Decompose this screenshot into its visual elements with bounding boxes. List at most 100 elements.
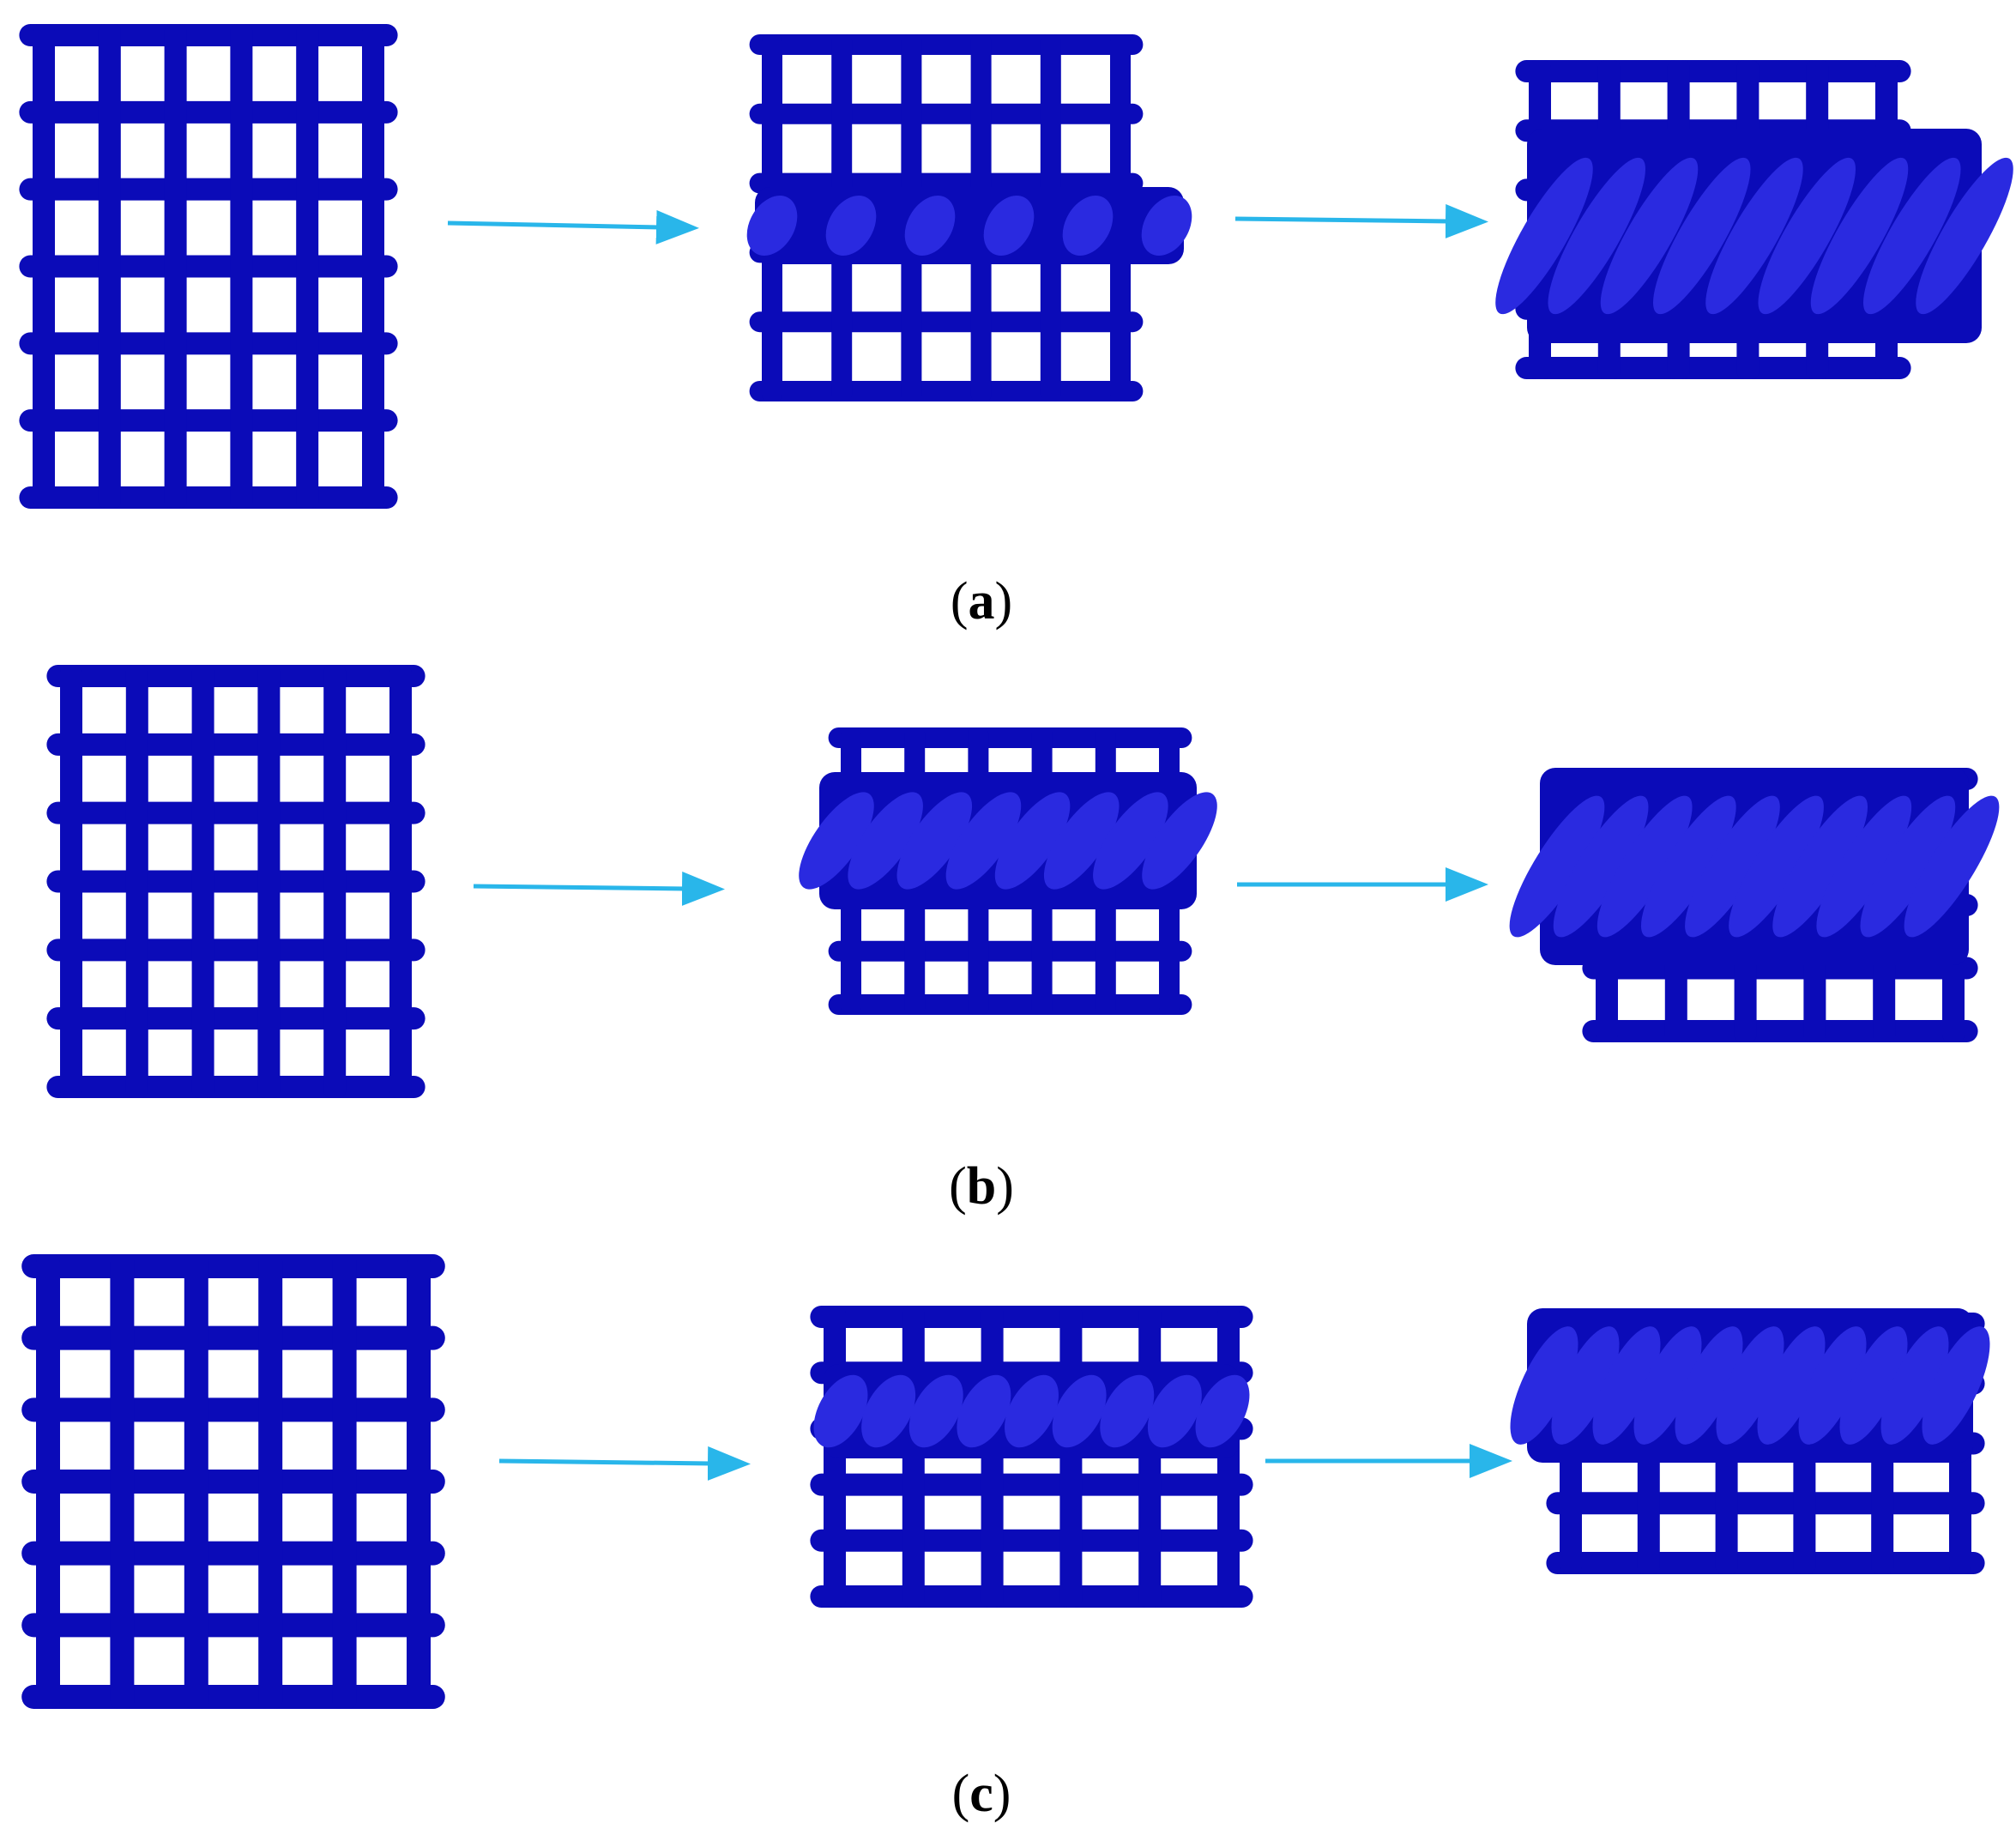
- buckled-strut: [1922, 1326, 1990, 1445]
- buckled-strut: [746, 196, 798, 256]
- buckled-strut: [1839, 1326, 1908, 1445]
- buckled-strut: [1510, 1326, 1578, 1445]
- buckled-strut: [1729, 795, 1824, 938]
- lattice-b-stage-1: [46, 665, 426, 1098]
- buckled-strut: [1633, 1326, 1702, 1445]
- buckled-strut: [983, 196, 1035, 256]
- horizontal-strut: [46, 939, 426, 962]
- buckled-strut: [1005, 1374, 1059, 1448]
- buckled-strut: [1597, 795, 1693, 938]
- buckled-strut: [1716, 1326, 1784, 1445]
- horizontal-strut: [810, 1306, 1253, 1328]
- vertical-strut: [323, 665, 347, 1098]
- vertical-strut: [110, 1254, 135, 1709]
- horizontal-strut: [46, 801, 426, 824]
- horizontal-strut: [21, 1685, 445, 1709]
- buckled-strut: [1685, 795, 1780, 938]
- vertical-strut: [191, 665, 214, 1098]
- horizontal-strut: [810, 1585, 1253, 1608]
- horizontal-strut: [21, 1541, 445, 1566]
- lattice-a-stage-1: [19, 24, 398, 509]
- lattice-b-stage-2: [799, 727, 1217, 1015]
- arrow-c-1: [498, 1446, 751, 1481]
- buckled-strut: [1640, 795, 1736, 938]
- horizontal-strut: [21, 1613, 445, 1638]
- buckled-strut: [1810, 157, 1909, 315]
- vertical-strut: [362, 24, 384, 509]
- vertical-strut: [257, 665, 281, 1098]
- horizontal-strut: [46, 665, 426, 687]
- vertical-strut: [389, 665, 412, 1098]
- buckled-strut: [799, 792, 874, 890]
- buckled-strut: [1509, 795, 1605, 938]
- horizontal-strut: [1582, 1020, 1978, 1042]
- buckled-strut: [1553, 795, 1649, 938]
- buckled-strut: [1147, 1374, 1202, 1448]
- horizontal-strut: [46, 733, 426, 756]
- horizontal-strut: [46, 870, 426, 893]
- buckled-strut: [908, 1374, 963, 1448]
- buckled-strut: [1705, 157, 1803, 315]
- horizontal-strut: [21, 1254, 445, 1278]
- horizontal-strut: [828, 994, 1192, 1015]
- buckled-strut: [825, 196, 877, 256]
- lattice-a-stage-3: [1495, 60, 2013, 379]
- arrow-a-1: [447, 209, 699, 244]
- lattice-c-stage-2: [810, 1306, 1253, 1608]
- horizontal-strut: [19, 255, 398, 278]
- horizontal-strut: [749, 34, 1144, 55]
- buckled-strut: [1551, 1326, 1620, 1445]
- caption-a: (a): [950, 572, 1013, 631]
- vertical-strut: [60, 665, 82, 1098]
- horizontal-strut: [749, 103, 1144, 124]
- buckled-strut: [1860, 795, 1956, 938]
- horizontal-strut: [749, 311, 1144, 333]
- buckled-strut: [1772, 795, 1868, 938]
- buckled-strut: [861, 1374, 916, 1448]
- horizontal-strut: [19, 332, 398, 355]
- buckled-strut: [1880, 1326, 1949, 1445]
- buckled-strut: [1758, 157, 1856, 315]
- buckled-strut: [1798, 1326, 1867, 1445]
- lattice-b-stage-3: [1509, 768, 2000, 1042]
- horizontal-strut: [828, 940, 1192, 962]
- buckled-strut: [1495, 157, 1593, 315]
- horizontal-strut: [19, 409, 398, 432]
- buckled-strut: [945, 792, 1022, 890]
- buckled-strut: [1592, 1326, 1661, 1445]
- buckled-strut: [1043, 792, 1120, 890]
- horizontal-strut: [1515, 60, 1911, 82]
- horizontal-strut: [21, 1470, 445, 1494]
- caption-c: (c): [951, 1765, 1011, 1823]
- buckled-strut: [848, 792, 923, 890]
- buckled-strut: [1757, 1326, 1826, 1445]
- buckled-strut: [896, 792, 973, 890]
- buckled-strut: [1093, 792, 1168, 890]
- vertical-strut: [184, 1254, 208, 1709]
- vertical-strut: [296, 24, 319, 509]
- horizontal-strut: [19, 486, 398, 509]
- buckled-strut: [1141, 196, 1192, 256]
- vertical-strut: [230, 24, 253, 509]
- horizontal-strut: [749, 381, 1144, 401]
- lattice-a-stage-2: [746, 34, 1192, 401]
- buckled-strut: [1863, 157, 1961, 315]
- buckled-strut: [813, 1374, 868, 1448]
- buckled-strut: [1816, 795, 1912, 938]
- horizontal-strut: [46, 1076, 426, 1098]
- horizontal-strut: [21, 1397, 445, 1422]
- horizontal-strut: [21, 1325, 445, 1350]
- buckled-strut: [1062, 196, 1114, 256]
- caption-b: (b): [949, 1157, 1014, 1216]
- arrow-b-1: [473, 871, 725, 906]
- buckled-strut: [1653, 157, 1751, 315]
- vertical-strut: [407, 1254, 431, 1709]
- buckled-strut: [1916, 157, 2013, 315]
- horizontal-strut: [19, 24, 398, 46]
- buckled-strut: [1548, 157, 1645, 315]
- buckled-strut: [994, 792, 1071, 890]
- buckled-strut: [957, 1374, 1011, 1448]
- buckled-strut: [904, 196, 956, 256]
- arrow-a-2: [1234, 203, 1488, 238]
